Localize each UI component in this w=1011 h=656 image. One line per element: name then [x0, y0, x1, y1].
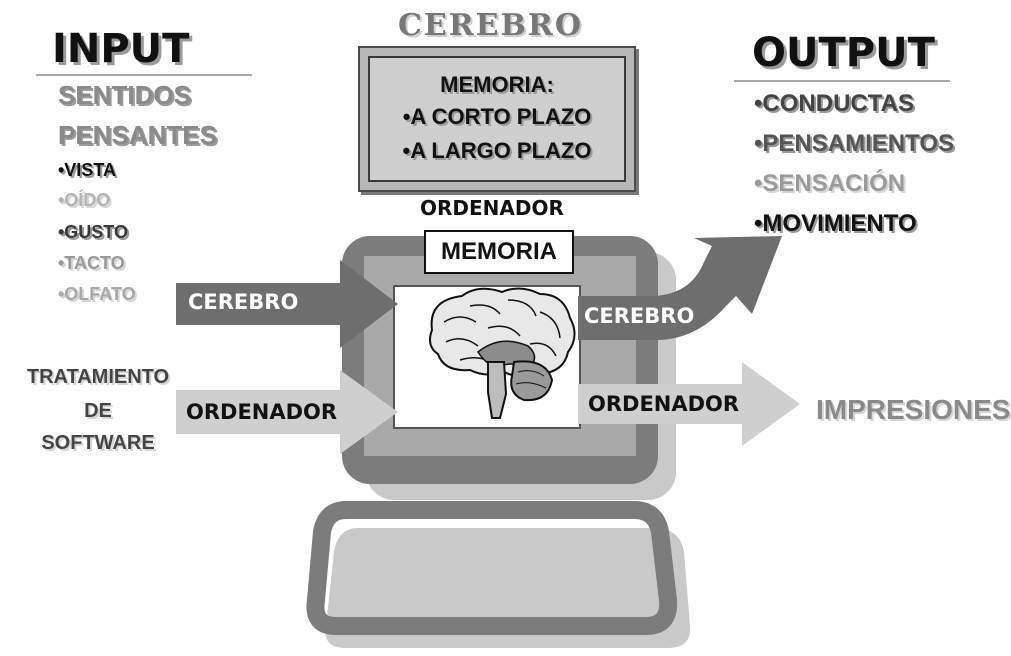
input-heading: INPUT [52, 26, 190, 72]
impressions-label: IMPRESIONES [816, 394, 1011, 425]
software-line1: TRATAMIENTO [26, 366, 170, 388]
output-sensacion: •SENSACIÓN [754, 170, 906, 197]
input-senses-line1: SENTIDOS [58, 80, 191, 110]
memory-box-inner: MEMORIA: •A CORTO PLAZO •A LARGO PLAZO [368, 56, 626, 182]
sense-olfato: •OLFATO [58, 284, 136, 304]
input-brain-arrow [176, 260, 398, 348]
cerebro-title: CEREBRO [398, 8, 583, 43]
memory-long-term: •A LARGO PLAZO [402, 138, 592, 163]
input-heading-rule [36, 74, 252, 76]
keyboard-frame [306, 501, 678, 635]
input-computer-arrow-label: ORDENADOR [186, 400, 338, 424]
sense-oido: •OÍDO [58, 190, 111, 210]
output-conductas: •CONDUCTAS [754, 90, 914, 117]
ordenador-label: ORDENADOR [420, 196, 564, 220]
sense-gusto: •GUSTO [58, 222, 128, 242]
memory-box-title: MEMORIA: [440, 72, 554, 97]
software-line2: DE [84, 400, 112, 422]
memory-short-term: •A CORTO PLAZO [402, 104, 592, 129]
output-computer-arrow-label: ORDENADOR [588, 392, 740, 416]
output-movimiento: •MOVIMIENTO [754, 210, 917, 237]
input-brain-arrow-label: CEREBRO [188, 290, 299, 314]
output-brain-arrow [578, 236, 782, 340]
sense-tacto: •TACTO [58, 253, 125, 273]
output-brain-arrow-label: CEREBRO [584, 304, 695, 328]
output-computer-arrow [578, 362, 800, 446]
input-senses-line2: PENSANTES [58, 120, 217, 150]
output-heading-rule [734, 80, 950, 82]
input-computer-arrow [176, 370, 398, 454]
sense-vista: •VISTA [58, 160, 116, 180]
memory-box: MEMORIA: •A CORTO PLAZO •A LARGO PLAZO [358, 46, 636, 192]
output-pensamientos: •PENSAMIENTOS [754, 130, 954, 157]
brain-icon [429, 287, 576, 419]
software-line3: SOFTWARE [41, 432, 155, 454]
screen-memory-label: MEMORIA [424, 230, 574, 274]
output-heading: OUTPUT [752, 30, 935, 76]
